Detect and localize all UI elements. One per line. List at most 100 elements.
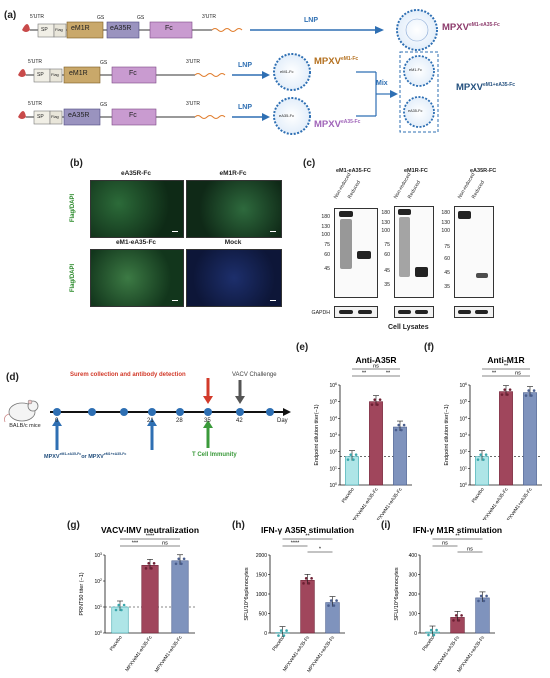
- data-point: [460, 614, 463, 617]
- polya-tail: [194, 73, 226, 77]
- fc-label: Fc: [129, 112, 137, 119]
- data-point: [180, 562, 183, 566]
- gapdh-blot-2: [394, 306, 434, 318]
- data-point: [452, 619, 455, 622]
- mw-marker: 100: [321, 232, 330, 238]
- data-point: [482, 599, 486, 603]
- data-point: [144, 567, 148, 570]
- day-tick-21: 21: [147, 418, 154, 424]
- flag-box: [49, 68, 63, 83]
- construct-row-2: [18, 66, 270, 84]
- gs-label-2: GS: [137, 15, 145, 21]
- sig-label: ns: [467, 547, 473, 553]
- data-point: [524, 394, 528, 397]
- np-label-ea35: eA35-Fc: [279, 113, 295, 118]
- y-tick-label: 102: [459, 449, 467, 456]
- sig-label: **: [455, 534, 460, 540]
- data-point: [354, 453, 358, 456]
- data-point: [335, 599, 338, 602]
- y-tick-label: 106: [459, 382, 467, 389]
- data-point: [114, 608, 118, 612]
- product-label-2: MPXVeM1-Fc: [314, 56, 359, 68]
- y-tick-label: 100: [329, 482, 337, 489]
- data-point: [302, 582, 305, 585]
- y-tick-label: 2000: [256, 553, 267, 559]
- data-point: [400, 428, 403, 432]
- product-label-1: MPXVeM1-eA35-Fc: [442, 22, 500, 34]
- flag-box: [49, 110, 63, 125]
- if-image-mock: [186, 249, 282, 307]
- data-point: [376, 403, 379, 406]
- serum-label: Surem collection and antibody detection: [70, 372, 186, 378]
- data-point: [484, 453, 488, 456]
- mw-marker: 130: [321, 224, 330, 230]
- bar: [369, 401, 383, 486]
- data-point: [500, 393, 504, 396]
- x-tick-label: MPXVeM1-eA35-Fc: [350, 486, 380, 520]
- dose-arrow-day0: [52, 418, 62, 450]
- mw-marker: 60: [444, 256, 450, 262]
- gapdh-blot-1: [334, 306, 378, 318]
- ea35r-box: [63, 108, 101, 126]
- data-point: [370, 403, 374, 406]
- construct-row-1: [22, 21, 384, 39]
- y-tick-label: 1500: [256, 573, 267, 579]
- if-image-ea35r: [90, 180, 184, 238]
- data-point: [477, 599, 480, 603]
- day-tick-28: 28: [176, 418, 183, 424]
- x-tick-label: MPXVeM1-eA35-Fc: [480, 486, 510, 520]
- y-tick-label: 101: [459, 465, 467, 472]
- blot-title-3: eA35R-FC: [470, 168, 497, 174]
- y-axis-label: SFU/10^6splenocytes: [394, 567, 400, 621]
- sp-label: SP: [41, 27, 48, 33]
- mw-marker: 100: [381, 228, 390, 234]
- data-point: [432, 633, 436, 637]
- y-tick-label: 103: [459, 432, 467, 439]
- data-point: [332, 604, 336, 607]
- lnp-label-1: LNP: [304, 17, 318, 24]
- mw-marker: 35: [444, 284, 450, 290]
- chart-panel-g-h-i: VACV-IMV neutralization100101102103PRNT5…: [79, 525, 502, 674]
- mw-marker: 180: [441, 210, 450, 216]
- mw-marker: 45: [324, 266, 330, 272]
- fc-label: Fc: [165, 25, 173, 32]
- sig-label: ns: [515, 371, 521, 377]
- mw-marker: 180: [381, 210, 390, 216]
- gapdh-label: GAPDH: [311, 310, 330, 316]
- day-tick-42: 42: [236, 418, 243, 424]
- y-tick-label: 105: [459, 399, 467, 406]
- mw-marker: 75: [384, 242, 390, 248]
- dose-arrow-day21: [147, 418, 157, 450]
- data-point: [282, 634, 286, 637]
- product-label-3: MPXVeA35-Fc: [314, 119, 361, 131]
- y-tick-label: 101: [94, 604, 102, 611]
- bar: [393, 426, 407, 486]
- if-image-grid: eA35R-Fc eM1R-Fc eM1-eA35-Fc Mock: [80, 168, 285, 307]
- y-tick-label: 400: [409, 553, 418, 559]
- flag-label: Flag: [51, 72, 59, 77]
- lnp-label-2: LNP: [238, 62, 252, 69]
- day-tick-35: 35: [204, 418, 211, 424]
- y-tick-label: 100: [94, 630, 102, 637]
- ea35r-label: eA35R: [110, 25, 132, 32]
- x-tick-label: MPXVeM1+eA35-Fc: [154, 634, 184, 674]
- utr3-label: 3'UTR: [186, 101, 201, 107]
- day-axis-label: Day: [277, 418, 288, 424]
- panel-label-a: (a): [4, 10, 17, 21]
- bar: [345, 456, 359, 486]
- sig-label: **: [362, 371, 367, 377]
- y-axis-label: Endpoint dilution titer(−1): [444, 404, 450, 465]
- data-point: [457, 619, 461, 622]
- mw-marker: 60: [384, 252, 390, 258]
- lnp-icon-mix-1: [403, 55, 435, 87]
- data-point: [503, 388, 506, 391]
- chart-title: Anti-M1R: [487, 355, 524, 365]
- gapdh-blot-3: [454, 306, 494, 318]
- fc-box: [111, 66, 157, 84]
- product-label-4: MPXVeM1+eA35-Fc: [456, 82, 516, 94]
- timeline-diagram: [4, 378, 291, 450]
- construct-diagram: [18, 9, 439, 135]
- sig-label: *: [319, 547, 322, 553]
